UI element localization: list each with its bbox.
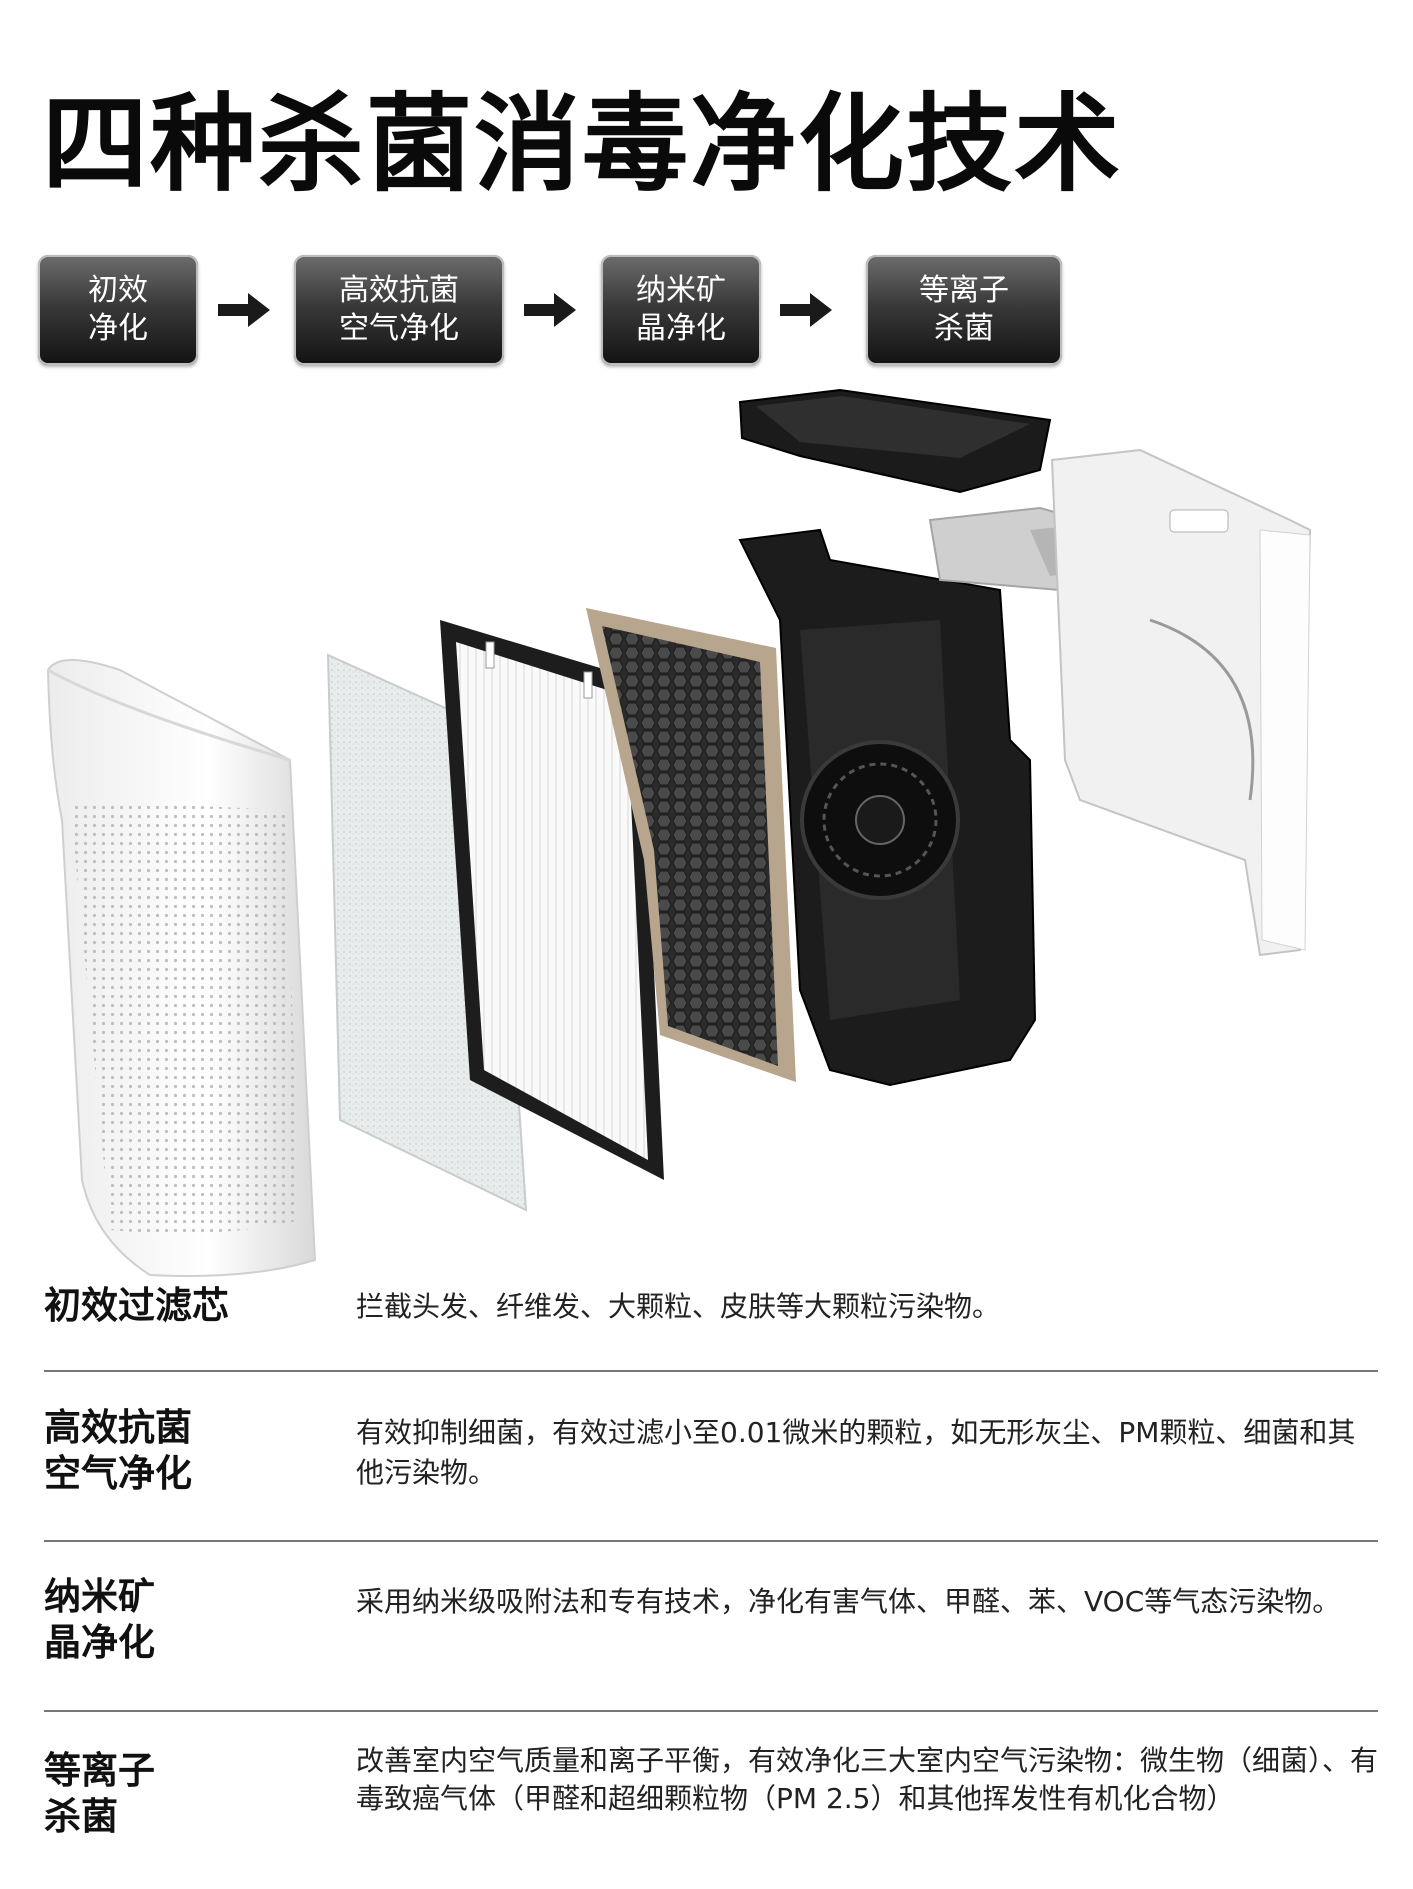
description-text: 采用纳米级吸附法和专有技术，净化有害气体、甲醛、苯、VOC等气态污染物。 — [356, 1585, 1341, 1618]
description-text: 有效抑制细菌，有效过滤小至0.01微米的颗粒，如无形灰尘、PM颗粒、细菌和其他污… — [356, 1416, 1356, 1489]
step-label: 高效抗菌 — [339, 273, 459, 308]
description-label: 高效抗菌 空气净化 — [44, 1406, 192, 1495]
right-arrow-icon — [218, 293, 270, 327]
divider — [44, 1710, 1378, 1712]
top-lid — [738, 388, 1052, 494]
right-arrow-icon — [524, 293, 576, 327]
step-label: 等离子 — [919, 273, 1009, 308]
step-nano-crystal: 纳米矿 晶净化 — [601, 255, 761, 365]
description-text: 拦截头发、纤维发、大颗粒、皮肤等大颗粒污染物。 — [356, 1290, 1001, 1323]
step-label: 杀菌 — [934, 311, 994, 346]
step-label: 初效 — [88, 273, 148, 308]
step-primary-filter: 初效 净化 — [38, 255, 198, 365]
hepa-filter — [440, 620, 664, 1180]
step-label: 晶净化 — [636, 311, 726, 346]
step-hepa-filter: 高效抗菌 空气净化 — [294, 255, 504, 365]
description-label: 等离子 杀菌 — [44, 1749, 155, 1838]
description-text: 改善室内空气质量和离子平衡，有效净化三大室内空气污染物：微生物（细菌）、有毒致癌… — [356, 1744, 1379, 1815]
step-label: 纳米矿 — [636, 273, 726, 308]
air-purifier-exploded-view — [46, 388, 1312, 1277]
description-label: 初效过滤芯 — [44, 1284, 229, 1327]
back-panel — [1050, 448, 1312, 957]
carbon-filter — [586, 608, 796, 1082]
page-title: 四种杀菌消毒净化技术 — [42, 83, 1122, 206]
step-plasma: 等离子 杀菌 — [866, 255, 1062, 365]
divider — [44, 1540, 1378, 1542]
front-shell — [46, 659, 317, 1277]
right-arrow-icon — [780, 293, 832, 327]
divider — [44, 1370, 1378, 1372]
description-label: 纳米矿 晶净化 — [44, 1575, 155, 1664]
step-label: 空气净化 — [339, 311, 459, 346]
inner-frame — [738, 528, 1037, 1087]
step-label: 净化 — [88, 311, 148, 346]
